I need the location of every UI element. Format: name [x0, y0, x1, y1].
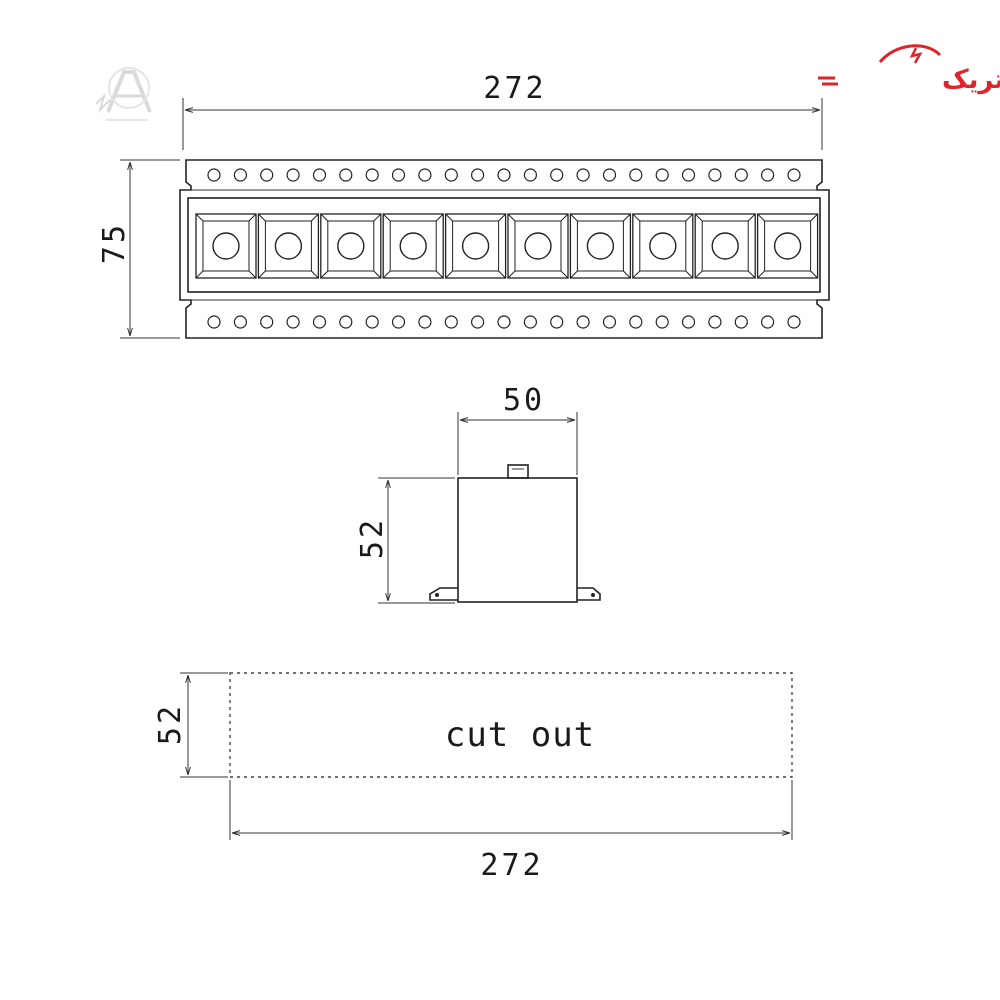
mounting-hole — [629, 315, 643, 329]
mounting-hole — [602, 315, 617, 329]
led-module — [257, 213, 320, 279]
mounting-hole — [233, 315, 247, 329]
mounting-hole — [418, 168, 432, 182]
side-width-label: 50 — [503, 383, 545, 418]
mounting-hole — [286, 315, 300, 329]
mounting-hole — [734, 168, 748, 182]
led-module — [507, 213, 569, 279]
mounting-hole — [655, 168, 669, 182]
led-module — [444, 213, 507, 279]
mounting-hole — [523, 315, 538, 329]
mounting-hole — [365, 168, 379, 182]
mounting-hole — [339, 168, 353, 182]
brand-logo: آتاالکتریک — [818, 44, 1000, 95]
led-module — [320, 213, 382, 279]
mounting-hole — [207, 168, 221, 182]
side-height-label: 52 — [355, 517, 390, 559]
led-module — [756, 213, 819, 279]
mounting-hole — [497, 315, 511, 329]
mounting-hole — [418, 315, 432, 329]
mounting-hole — [655, 315, 669, 329]
mounting-hole — [260, 315, 274, 329]
mounting-hole — [339, 315, 353, 329]
side-view: 50 52 — [355, 383, 601, 604]
mounting-hole — [471, 168, 485, 182]
mounting-hole — [444, 315, 458, 329]
mounting-hole — [629, 168, 643, 182]
brand-logo-text: آتاالکتریک — [942, 63, 1000, 95]
watermark-logo — [95, 67, 152, 121]
mounting-hole — [391, 315, 406, 329]
mounting-hole — [708, 315, 722, 329]
mounting-hole — [260, 168, 274, 182]
mounting-hole — [207, 315, 221, 329]
cutout-width-label: 272 — [480, 848, 543, 883]
mounting-hole — [233, 168, 247, 182]
cutout-view: cut out 52 272 — [153, 672, 793, 883]
cutout-label: cut out — [445, 715, 595, 755]
mounting-hole — [286, 168, 300, 182]
led-module — [632, 213, 694, 279]
mounting-hole — [312, 168, 327, 182]
cutout-height-label: 52 — [153, 703, 188, 745]
mounting-hole — [391, 168, 406, 182]
mounting-hole — [760, 315, 775, 329]
mounting-hole — [576, 168, 590, 182]
mounting-hole — [312, 315, 327, 329]
mounting-hole — [681, 315, 696, 329]
led-modules — [195, 213, 819, 279]
led-module — [195, 213, 257, 279]
mounting-hole — [550, 315, 564, 329]
mounting-hole — [734, 315, 748, 329]
mounting-hole — [550, 168, 564, 182]
top-width-label: 272 — [483, 71, 546, 106]
top-height-label: 75 — [97, 222, 132, 264]
led-module — [382, 213, 444, 279]
led-module — [694, 213, 756, 279]
mounting-holes — [207, 168, 801, 329]
mounting-hole — [602, 168, 617, 182]
mounting-hole — [365, 315, 379, 329]
mounting-hole — [787, 315, 801, 329]
mounting-hole — [523, 168, 538, 182]
mounting-hole — [471, 315, 485, 329]
mounting-hole — [708, 168, 722, 182]
top-view: 272 75 — [97, 71, 830, 339]
mounting-hole — [787, 168, 801, 182]
mounting-hole — [444, 168, 458, 182]
mounting-hole — [681, 168, 696, 182]
led-module — [569, 213, 632, 279]
mounting-hole — [497, 168, 511, 182]
mounting-hole — [576, 315, 590, 329]
mounting-hole — [760, 168, 775, 182]
cutout-outline — [229, 672, 793, 778]
